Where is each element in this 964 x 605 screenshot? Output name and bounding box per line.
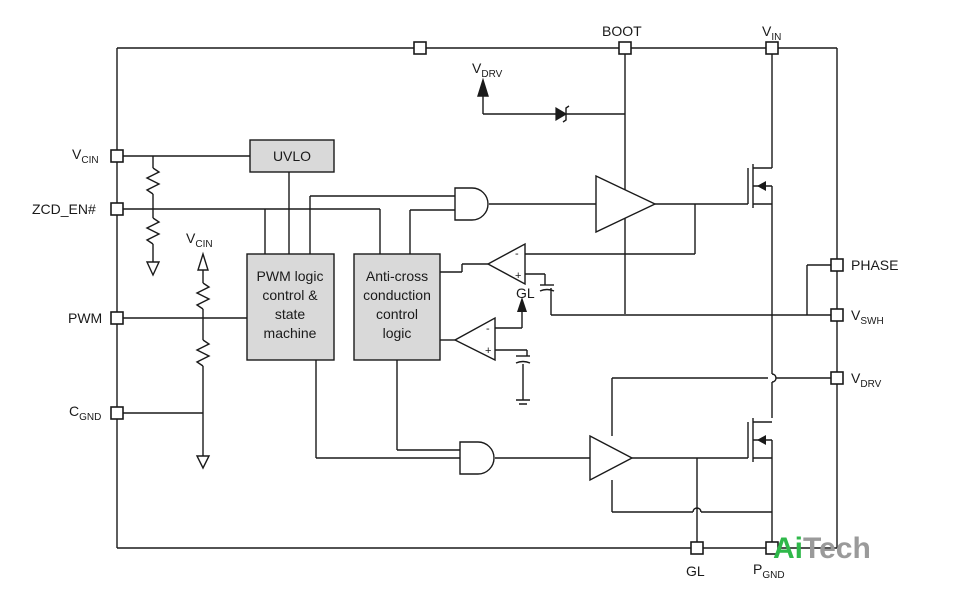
pwm-logic-line-2: control & [262,287,318,303]
label-cgnd: CGND [69,403,101,423]
label-boot: BOOT [602,23,642,39]
pwm-logic-line-3: state [275,306,306,322]
pin-vin [765,41,779,55]
pwm-logic-line-1: PWM logic [257,268,324,284]
comparator-lower: - + [453,316,496,362]
vcin-supply-arrow [197,251,209,271]
package-outline [116,47,838,549]
watermark-logo: AiTech [773,532,871,565]
and-gate-low-side [459,441,495,475]
comparator-upper-plus: + [515,270,521,282]
capacitor-2 [515,355,531,364]
pin-gl [690,541,704,555]
label-vin: VIN [762,23,781,43]
pin-zcd-en [110,202,124,216]
comparator-upper-minus: - [515,248,519,260]
vdrv-supply-arrow [477,77,489,97]
pin-pwm [110,311,124,325]
pin-vdrv [830,371,844,385]
ground-symbol-1 [145,261,161,277]
gl-sense-arrow [517,297,527,312]
pin-pgnd [765,541,779,555]
pwm-logic-line-4: machine [264,325,317,341]
pwm-logic-block [246,253,335,361]
label-pgnd: PGND [753,561,785,581]
label-pwm: PWM [68,310,102,326]
capacitor-1 [539,284,555,292]
pin-vswh [830,308,844,322]
comparator-lower-minus: - [486,323,490,335]
ground-symbol-2 [195,455,211,470]
label-vdrv: VDRV [851,370,882,390]
pin-boot [618,41,632,55]
label-zcd-en: ZCD_EN# [32,201,96,217]
comparator-upper: - + [486,242,526,286]
label-vswh: VSWH [851,307,884,327]
boot-schottky-diode [555,105,570,123]
and-gate-high-side [454,187,489,221]
internal-label-vcin: VCIN [186,230,213,250]
anti-cross-line-3: control [376,306,418,322]
anti-cross-line-1: Anti-cross [366,268,428,284]
uvlo-block [249,139,335,173]
pin-phase [830,258,844,272]
uvlo-label: UVLO [273,148,311,164]
label-vcin: VCIN [72,146,99,166]
pin-top-unlabeled [413,41,427,55]
anti-cross-line-2: conduction [363,287,431,303]
wiring [117,48,837,548]
anti-cross-line-4: logic [383,325,412,341]
internal-label-gl: GL [516,285,535,301]
pin-vcin [110,149,124,163]
comparator-lower-plus: + [485,345,491,357]
pin-cgnd [110,406,124,420]
label-phase: PHASE [851,257,898,273]
internal-label-vdrv: VDRV [472,60,503,80]
label-gl: GL [686,563,705,579]
ground-symbol-3 [516,399,530,405]
high-side-driver [595,174,657,234]
low-side-mosfet [747,418,773,462]
high-side-mosfet [747,164,773,208]
low-side-driver [589,434,634,482]
anti-cross-block [353,253,441,361]
